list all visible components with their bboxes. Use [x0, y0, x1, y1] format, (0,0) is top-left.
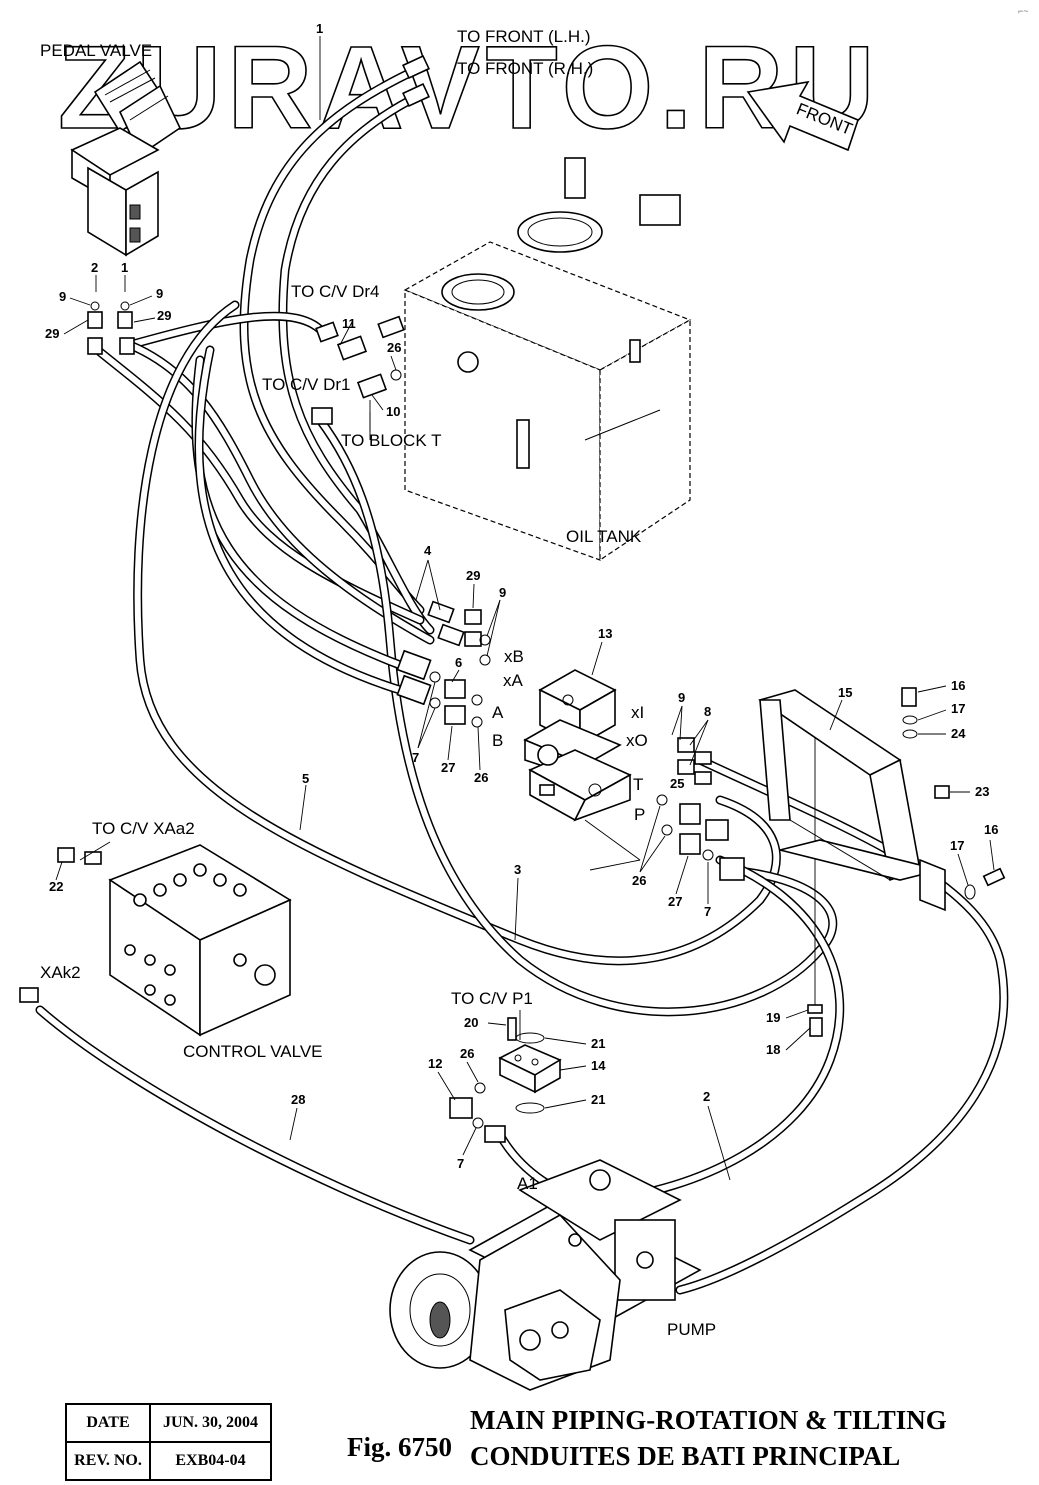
part-number: 13: [598, 626, 612, 641]
figure-number: Fig. 6750: [347, 1432, 452, 1462]
block-14-drawing: [498, 1044, 562, 1094]
port-xi-label: xI: [631, 703, 644, 722]
hose-group: [35, 63, 1009, 1295]
part-number: 17: [951, 701, 965, 716]
oil-tank-label: OIL TANK: [566, 527, 642, 546]
part-number: 4: [424, 543, 432, 558]
part-number: 10: [386, 404, 400, 419]
fittings: [19, 54, 1006, 1143]
part-number: 21: [591, 1092, 605, 1107]
watermark-text: ZURAVTO.RU: [58, 22, 881, 154]
part-number: 26: [474, 770, 488, 785]
part-number: 1: [316, 21, 323, 36]
port-t-label: T: [633, 775, 643, 794]
part-number: 7: [457, 1156, 464, 1171]
part-number: 20: [464, 1015, 478, 1030]
part-number: 29: [45, 326, 59, 341]
part-number: 11: [342, 316, 356, 331]
corner-mark-icon: ⌐~: [1018, 6, 1029, 16]
rev-value: EXB04-04: [149, 1441, 272, 1481]
part-number: 23: [975, 784, 989, 799]
part-number: 27: [668, 894, 682, 909]
part-number: 5: [302, 771, 309, 786]
port-xb-label: xB: [504, 647, 524, 666]
port-a-label: A: [492, 703, 504, 722]
part-number: 16: [951, 678, 965, 693]
title-french: CONDUITES DE BATI PRINCIPAL: [470, 1441, 901, 1471]
part-number: 3: [514, 862, 521, 877]
port-xo-label: xO: [626, 731, 648, 750]
bracket-drawing: [758, 689, 946, 912]
arrow-to-cv-xaa2-icon: [79, 841, 111, 861]
to-cv-xaa2-label: TO C/V XAa2: [92, 819, 195, 838]
rotation-valve-block: [523, 669, 632, 822]
part-number: 7: [412, 750, 419, 765]
to-cv-dr4-label: TO C/V Dr4: [291, 282, 379, 301]
date-value: JUN. 30, 2004: [149, 1403, 272, 1443]
part-number: 26: [632, 873, 646, 888]
part-number: 22: [49, 879, 63, 894]
part-number: 29: [466, 568, 480, 583]
rev-label: REV. NO.: [65, 1441, 151, 1481]
port-xa-label: xA: [503, 671, 524, 690]
part-number: 14: [591, 1058, 606, 1073]
part-number: 25: [670, 776, 684, 791]
part-number: 6: [455, 655, 462, 670]
control-valve-label: CONTROL VALVE: [183, 1042, 323, 1061]
part-number: 27: [441, 760, 455, 775]
part-number: 9: [59, 289, 66, 304]
part-number: 2: [703, 1089, 710, 1104]
title-english: MAIN PIPING-ROTATION & TILTING: [470, 1405, 947, 1435]
to-front-lh-label: TO FRONT (L.H.): [457, 27, 591, 46]
part-number: 15: [838, 685, 852, 700]
part-number: 21: [591, 1036, 605, 1051]
part-number: 8: [704, 704, 711, 719]
part-number: 19: [766, 1010, 780, 1025]
to-cv-dr1-label: TO C/V Dr1: [262, 375, 350, 394]
to-front-rh-label: TO FRONT (R.H.): [457, 59, 593, 78]
front-arrow-icon: FRONT: [746, 80, 859, 152]
port-p-label: P: [634, 805, 645, 824]
part-number: 2: [91, 260, 98, 275]
part-number: 29: [157, 308, 171, 323]
leader-lines: [55, 36, 995, 1181]
pedal-valve-drawing: [70, 60, 182, 257]
table-row: REV. NO. EXB04-04: [65, 1441, 272, 1481]
part-number: 12: [428, 1056, 442, 1071]
to-block-t-label: TO BLOCK T: [341, 431, 441, 450]
part-number: 16: [984, 822, 998, 837]
part-number: 26: [460, 1046, 474, 1061]
part-number: 24: [951, 726, 966, 741]
port-b-label: B: [492, 731, 503, 750]
part-number: 28: [291, 1092, 305, 1107]
port-a1-label: A1: [517, 1174, 538, 1193]
table-row: DATE JUN. 30, 2004: [65, 1403, 272, 1443]
to-cv-p1-label: TO C/V P1: [451, 989, 533, 1008]
part-number: 1: [121, 260, 128, 275]
part-number: 26: [387, 340, 401, 355]
control-valve-drawing: [108, 844, 292, 1037]
xak2-label: XAk2: [40, 963, 81, 982]
part-number: 9: [678, 690, 685, 705]
pump-drawing: [389, 1159, 702, 1391]
pedal-valve-label: PEDAL VALVE: [40, 41, 152, 60]
oil-tank-drawing: [403, 157, 692, 562]
date-label: DATE: [65, 1403, 151, 1443]
part-number: 7: [704, 904, 711, 919]
revision-table: DATE JUN. 30, 2004 REV. NO. EXB04-04: [65, 1403, 272, 1481]
part-number: 17: [950, 838, 964, 853]
part-number: 18: [766, 1042, 780, 1057]
part-number: 9: [499, 585, 506, 600]
pump-label: PUMP: [667, 1320, 716, 1339]
part-number: 9: [156, 286, 163, 301]
